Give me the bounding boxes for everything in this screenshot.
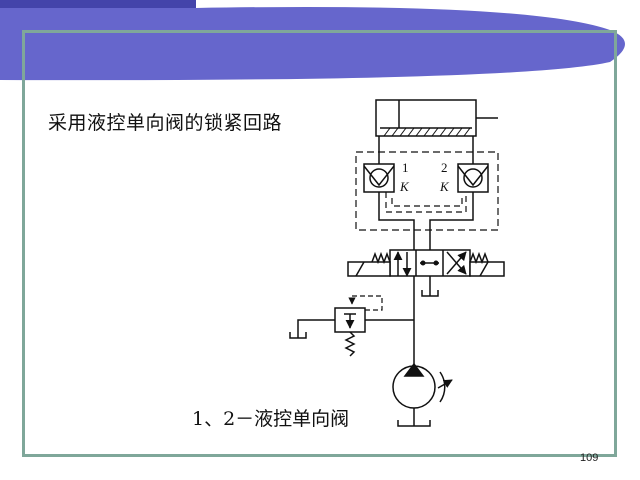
- valve-label-2: 2: [441, 160, 448, 175]
- hydraulic-cylinder: [375, 99, 498, 137]
- slide-frame: [22, 30, 617, 457]
- hydraulic-pump: [392, 362, 453, 427]
- line-valve-1-to-dirvalve: [378, 192, 415, 250]
- line-valve-2-to-dirvalve: [429, 192, 474, 250]
- banner-accent-bar: [0, 0, 196, 8]
- pilot-check-valve-1: [363, 163, 395, 193]
- page-number: 109: [580, 452, 599, 464]
- pilot-label-k-1: K: [399, 179, 410, 194]
- relief-valve: [289, 295, 414, 357]
- pilot-label-k-2: K: [439, 179, 450, 194]
- pilot-line-lower: [385, 192, 467, 213]
- diagram-caption: 1、2－液控单向阀: [192, 408, 350, 430]
- header-banner: [0, 0, 625, 81]
- tank-symbol-dirvalve: [421, 290, 439, 297]
- slide-title: 采用液控单向阀的锁紧回路: [48, 112, 283, 134]
- banner-swoosh: [0, 6, 625, 81]
- pilot-check-valve-2: [457, 163, 489, 193]
- valve-label-1: 1: [402, 160, 409, 175]
- directional-control-valve: [347, 249, 505, 277]
- valve-block-enclosure: [355, 151, 499, 231]
- pilot-line-upper: [391, 198, 463, 207]
